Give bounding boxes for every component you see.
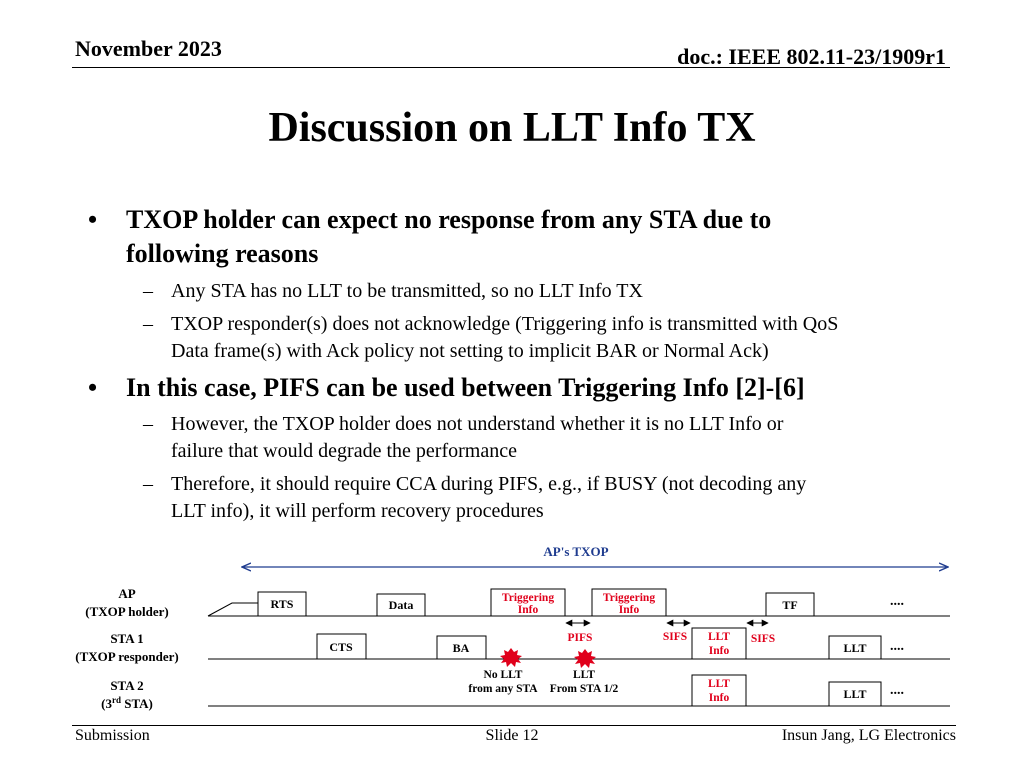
row-label-ap-role: (TXOP holder) <box>85 604 168 619</box>
llt-from-label-l1: LLT <box>573 669 595 681</box>
sub-bullet-1-1: – Any STA has no LLT to be transmitted, … <box>143 277 961 305</box>
sub-bullet-2-1-cont: failure that would degrade the performan… <box>171 437 961 465</box>
sub-bullet-2-2-line1: Therefore, it should require CCA during … <box>171 473 807 495</box>
frame-llt-sta2 <box>828 681 882 707</box>
bullet-1: • TXOP holder can expect no response fro… <box>88 203 886 237</box>
row-label-ap: AP <box>118 586 135 601</box>
dash-marker: – <box>143 313 153 335</box>
sub-bullet-2-2-line2: LLT info), it will perform recovery proc… <box>171 500 544 522</box>
frame-trig2-l2: Info <box>619 604 640 616</box>
frame-trig1-l1: Triggering <box>502 592 554 604</box>
frame-tf <box>765 592 815 617</box>
row-label-sta1: STA 1 <box>110 631 143 646</box>
sifs-label-2: SIFS <box>751 633 775 645</box>
bullet-1-line1: TXOP holder can expect no response from … <box>126 205 772 234</box>
frame-llt-sta2-label: LLT <box>844 687 867 701</box>
sub-bullet-1-2-line2: Data frame(s) with Ack policy not settin… <box>171 340 769 362</box>
frame-llt-info-sta1 <box>691 627 747 660</box>
frame-llt-sta1-label: LLT <box>844 641 867 655</box>
dash-marker: – <box>143 473 153 495</box>
footer-slide-number: Slide 12 <box>485 727 539 744</box>
header-divider <box>72 67 950 68</box>
no-llt-label-l1: No LLT <box>484 669 523 681</box>
frame-triggering-info-1 <box>490 588 566 617</box>
frame-triggering-info-2 <box>591 588 667 617</box>
row-label-sta1-role: (TXOP responder) <box>75 649 178 664</box>
header-doc-id: doc.: IEEE 802.11-23/1909r1 <box>677 44 946 69</box>
sta2-role-b: STA) <box>121 696 153 711</box>
sub-bullet-1-2-line1: TXOP responder(s) does not acknowledge (… <box>171 313 839 335</box>
sub-bullet-2-1-line1: However, the TXOP holder does not unders… <box>171 413 784 435</box>
frame-cts <box>316 633 367 660</box>
footer-divider <box>72 725 956 726</box>
bullet-1-cont: following reasons <box>126 237 886 271</box>
pifs-label: PIFS <box>568 632 593 644</box>
frame-trig2-l1: Triggering <box>603 592 655 604</box>
collision-burst-icon <box>574 649 596 668</box>
frame-trig1-l2: Info <box>518 604 539 616</box>
bullet-dot: • <box>88 205 98 234</box>
frame-cts-label: CTS <box>329 640 353 654</box>
frame-rts <box>257 591 307 617</box>
slide-title: Discussion on LLT Info TX <box>268 105 756 151</box>
bullet-2-line1: In this case, PIFS can be used between T… <box>126 373 805 402</box>
frame-llt-info-sta1-l1: LLT <box>708 631 730 643</box>
row-label-sta2: STA 2 <box>110 678 143 693</box>
sta2-ellipsis: .... <box>890 683 904 698</box>
frame-llt-info-sta2-l1: LLT <box>708 678 730 690</box>
sta2-role-sup: rd <box>112 695 121 705</box>
collision-burst-icon <box>500 648 522 667</box>
ap-ellipsis: .... <box>890 594 904 609</box>
sub-bullet-2-2: – Therefore, it should require CCA durin… <box>143 470 961 498</box>
header-date: November 2023 <box>75 36 222 61</box>
frame-ba <box>436 635 487 660</box>
bullet-dot: • <box>88 373 98 402</box>
sub-bullet-2-1: – However, the TXOP holder does not unde… <box>143 410 961 438</box>
llt-from-label-l2: From STA 1/2 <box>550 683 619 695</box>
dash-marker: – <box>143 280 153 302</box>
sta2-role-a: (3 <box>101 696 112 711</box>
frame-llt-info-sta2 <box>691 674 747 707</box>
sub-bullet-1-1-text: Any STA has no LLT to be transmitted, so… <box>171 280 643 302</box>
sub-bullet-1-2-cont: Data frame(s) with Ack policy not settin… <box>171 337 961 365</box>
txop-label: AP's TXOP <box>543 544 608 559</box>
sub-bullet-2-1-line2: failure that would degrade the performan… <box>171 440 517 462</box>
sta1-ellipsis: .... <box>890 639 904 654</box>
no-llt-label-l2: from any STA <box>468 683 538 695</box>
row-label-sta2-role: (3rd STA) <box>101 695 153 711</box>
frame-llt-info-sta2-l2: Info <box>709 692 730 704</box>
frame-data-label: Data <box>389 598 414 612</box>
frame-ba-label: BA <box>453 641 470 655</box>
bullet-2: • In this case, PIFS can be used between… <box>88 371 946 405</box>
sifs-label-1: SIFS <box>663 631 687 643</box>
backoff-slant <box>207 602 258 617</box>
dash-marker: – <box>143 413 153 435</box>
bullet-1-line2: following reasons <box>126 239 319 268</box>
sub-bullet-1-2: – TXOP responder(s) does not acknowledge… <box>143 310 961 338</box>
frame-llt-sta1 <box>828 635 882 660</box>
sub-bullet-2-2-cont: LLT info), it will perform recovery proc… <box>171 497 961 525</box>
frame-llt-info-sta1-l2: Info <box>709 645 730 657</box>
frame-rts-label: RTS <box>271 597 294 611</box>
frame-tf-label: TF <box>782 598 797 612</box>
frame-data <box>376 593 426 617</box>
footer-author: Insun Jang, LG Electronics <box>781 727 956 744</box>
footer-submission: Submission <box>75 727 150 744</box>
